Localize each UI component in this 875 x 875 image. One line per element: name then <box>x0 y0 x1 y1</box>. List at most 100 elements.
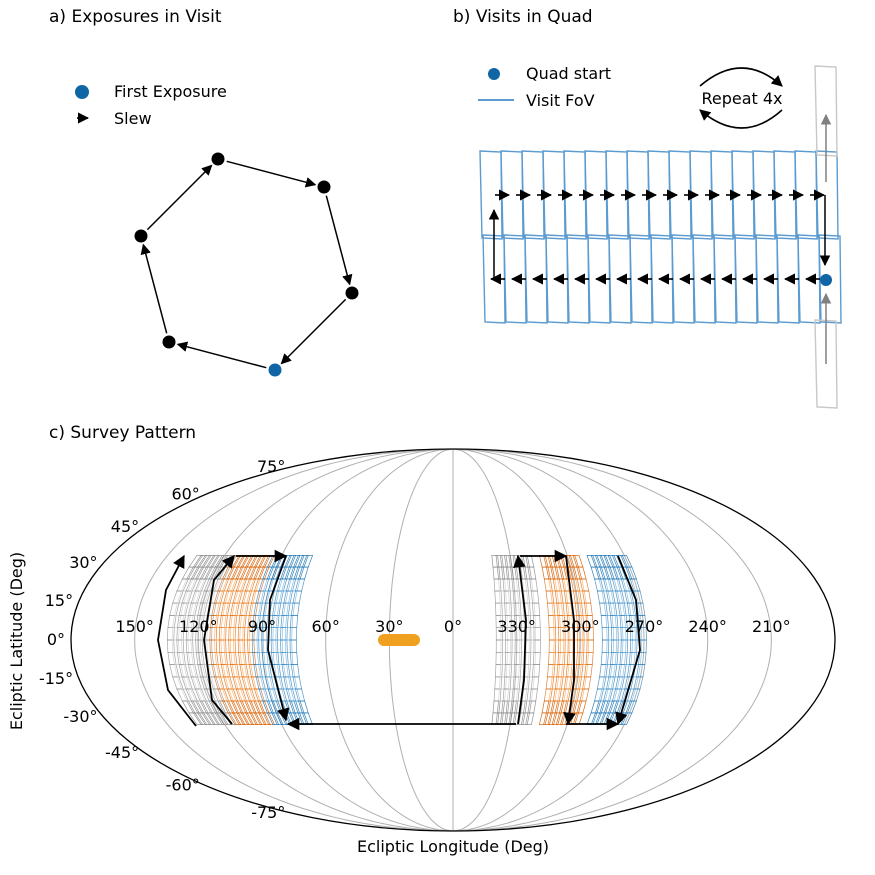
exposure-point <box>317 180 331 194</box>
survey-field-tile <box>548 639 557 653</box>
survey-field-tile <box>178 664 189 678</box>
survey-field-tile <box>581 639 590 653</box>
survey-field-tile <box>559 700 569 714</box>
survey-field-tile <box>513 602 522 616</box>
repeat-arrow-top <box>699 67 783 87</box>
survey-field-tile <box>550 700 560 714</box>
survey-field-tile <box>553 639 561 653</box>
legend-first-exposure-marker <box>75 85 89 99</box>
survey-field-tile <box>530 676 540 690</box>
survey-field-tile <box>556 664 565 678</box>
visit-fov-upper <box>500 150 524 240</box>
survey-field-tile <box>281 602 291 616</box>
survey-field-tile <box>278 676 289 690</box>
survey-field-tile <box>527 602 536 616</box>
survey-field-tile <box>167 615 177 629</box>
survey-field-tile <box>283 590 293 604</box>
survey-field-tile <box>495 651 503 665</box>
survey-field-tile <box>499 676 507 690</box>
survey-field-tile <box>211 602 222 616</box>
meridian-line <box>325 448 454 832</box>
survey-field-tile <box>614 651 623 665</box>
survey-field-tile <box>497 700 505 714</box>
survey-field-tile <box>491 712 500 725</box>
survey-field-tile <box>596 590 607 604</box>
survey-field-tile <box>504 651 513 665</box>
survey-field-tile <box>262 664 273 678</box>
survey-field-tile <box>610 676 621 690</box>
survey-field-tile <box>499 712 509 725</box>
survey-field-tile <box>611 627 619 641</box>
y-axis-label: Ecliptic Latitude (Deg) <box>7 552 26 730</box>
survey-field-tile <box>617 664 627 678</box>
survey-field-tile <box>577 590 587 604</box>
slew-arrow <box>176 341 267 369</box>
survey-path-arrows <box>157 549 641 731</box>
survey-field-tile <box>557 578 567 592</box>
visit-fov-upper <box>647 150 671 240</box>
survey-field-tile <box>575 688 585 702</box>
survey-field-tile <box>209 651 219 665</box>
survey-field-tile <box>509 639 518 653</box>
survey-field-tile <box>543 555 553 568</box>
survey-field-tile <box>543 578 553 592</box>
survey-field-tile <box>176 639 185 653</box>
survey-field-tile <box>255 676 266 690</box>
survey-field-tile <box>276 602 286 616</box>
lon-tick-label: 30° <box>375 617 403 636</box>
panel-a-legend: First Exposure Slew <box>75 82 227 128</box>
survey-field-tile <box>603 664 613 678</box>
survey-field-tile <box>225 664 235 678</box>
survey-field-tile <box>582 590 592 604</box>
survey-path-arrow <box>513 554 527 725</box>
exposure-point <box>162 335 176 349</box>
survey-field-tile <box>617 602 627 616</box>
lon-tick-label: 150° <box>115 617 154 636</box>
survey-field-tile <box>532 664 541 678</box>
survey-path-arrow <box>563 555 576 726</box>
survey-field-tile <box>255 590 266 604</box>
exposure-point <box>134 229 148 243</box>
survey-field-tile <box>257 651 266 665</box>
survey-field-tile <box>620 639 629 653</box>
survey-field-tile <box>613 664 622 678</box>
survey-field-tile <box>230 602 240 616</box>
lon-tick-label: 0° <box>444 617 462 636</box>
survey-field-tile <box>289 615 299 629</box>
visit-fov-lower <box>587 234 611 324</box>
survey-field-tile <box>183 602 194 616</box>
survey-field-tile <box>608 664 618 678</box>
survey-field-tile <box>511 578 520 592</box>
survey-field-tile <box>600 651 609 665</box>
exposure-point <box>211 152 225 166</box>
visit-fov-upper <box>626 150 650 240</box>
survey-field-tile <box>285 615 294 629</box>
survey-field-tile <box>195 566 209 580</box>
survey-field-tile <box>601 627 610 641</box>
survey-field-tile <box>239 664 249 678</box>
survey-field-tile <box>500 651 508 665</box>
survey-field-tile <box>275 651 285 665</box>
survey-field-tile <box>499 555 509 568</box>
survey-field-tile <box>500 639 508 653</box>
survey-field-tile <box>230 664 240 678</box>
slew-arrow <box>280 298 347 365</box>
lat-tick-label: 75° <box>257 457 285 476</box>
meridian-line <box>452 448 772 832</box>
survey-field-tile <box>249 712 263 725</box>
survey-field-tile <box>523 700 532 714</box>
survey-field-tile <box>552 578 562 592</box>
survey-field-tile <box>577 676 587 690</box>
visit-fov-upper <box>710 150 734 240</box>
survey-field-tile <box>250 676 262 690</box>
visit-fov-lower <box>755 234 779 324</box>
survey-field-tile <box>236 555 250 568</box>
survey-field-tile <box>220 602 231 616</box>
panel-c-title: c) Survey Pattern <box>49 423 196 443</box>
survey-field-tile <box>286 602 296 616</box>
survey-field-tile <box>601 676 611 690</box>
lat-tick-label: 15° <box>45 591 73 610</box>
panel-b-legend: Quad start Visit FoV <box>478 64 611 110</box>
survey-field-tile <box>601 639 610 653</box>
